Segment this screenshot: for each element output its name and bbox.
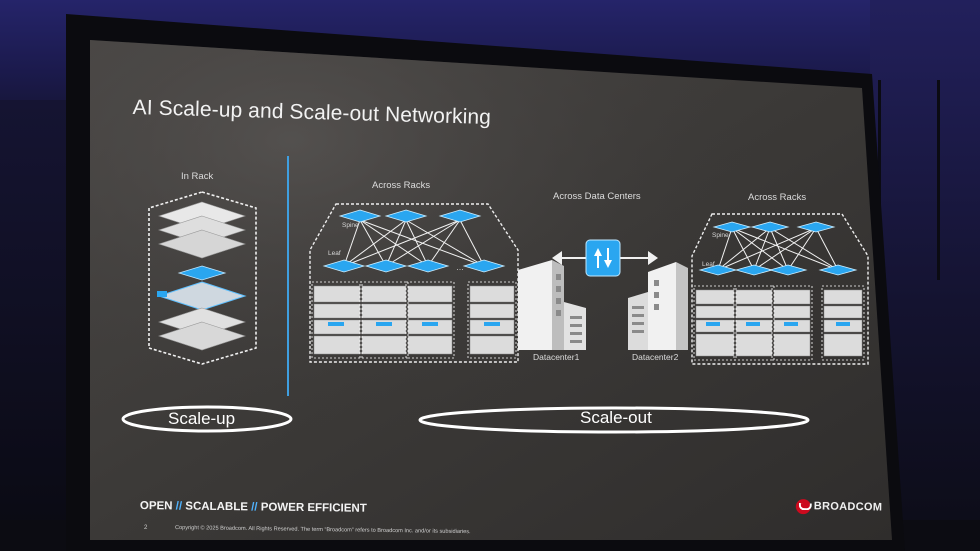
spine-label-right: Spine bbox=[712, 232, 729, 239]
switch-icon bbox=[338, 209, 482, 223]
in-rack-diagram bbox=[148, 191, 257, 365]
switch-icon bbox=[698, 221, 858, 276]
footer-tagline: OPEN // SCALABLE // POWER EFFICIENT bbox=[140, 500, 367, 515]
scale-out-label: Scale-out bbox=[580, 408, 652, 427]
datacenter-building-icon bbox=[518, 260, 586, 350]
broadcom-wordmark: BROADCOM bbox=[813, 500, 883, 514]
switch-icon bbox=[177, 265, 227, 281]
svg-text:…: … bbox=[456, 263, 464, 272]
across-racks-right-diagram bbox=[691, 213, 869, 365]
across-dc-label: Across Data Centers bbox=[553, 191, 641, 202]
scale-up-ellipse bbox=[121, 405, 293, 433]
datacenter1-label: Datacenter1 bbox=[533, 352, 580, 362]
stage-truss bbox=[878, 80, 940, 280]
tagline-power: POWER EFFICIENT bbox=[260, 501, 367, 515]
datacenter2-label: Datacenter2 bbox=[632, 352, 679, 362]
broadcom-logo: BROADCOM bbox=[795, 497, 883, 517]
across-racks-right-label: Across Racks bbox=[748, 192, 807, 203]
server-stack-icon bbox=[158, 201, 246, 259]
leaf-label-right: Leaf bbox=[702, 261, 715, 268]
scale-out-ellipse bbox=[418, 406, 810, 434]
across-racks-left-diagram: … bbox=[309, 203, 519, 363]
datacenter-building-icon bbox=[628, 262, 688, 350]
across-racks-left-label: Across Racks bbox=[372, 180, 431, 191]
broadcom-logo-icon bbox=[795, 498, 811, 514]
tagline-open: OPEN bbox=[139, 500, 173, 513]
server-stack-icon bbox=[158, 307, 246, 351]
switch-icon bbox=[322, 259, 506, 273]
tagline-separator: // bbox=[251, 501, 258, 514]
spine-label-left: Spine bbox=[342, 222, 359, 229]
copyright-text: Copyright © 2025 Broadcom. All Rights Re… bbox=[174, 525, 471, 536]
server-stack-icon bbox=[313, 285, 515, 355]
section-divider bbox=[287, 156, 289, 396]
slide-title: AI Scale-up and Scale-out Networking bbox=[132, 96, 492, 130]
scale-up-label: Scale-up bbox=[168, 409, 236, 428]
leaf-label-left: Leaf bbox=[328, 250, 341, 257]
in-rack-label: In Rack bbox=[181, 171, 214, 182]
page-number: 2 bbox=[144, 525, 148, 531]
tagline-scalable: SCALABLE bbox=[185, 500, 249, 514]
bidirectional-arrow-icon bbox=[552, 239, 658, 277]
tagline-separator: // bbox=[175, 500, 183, 513]
